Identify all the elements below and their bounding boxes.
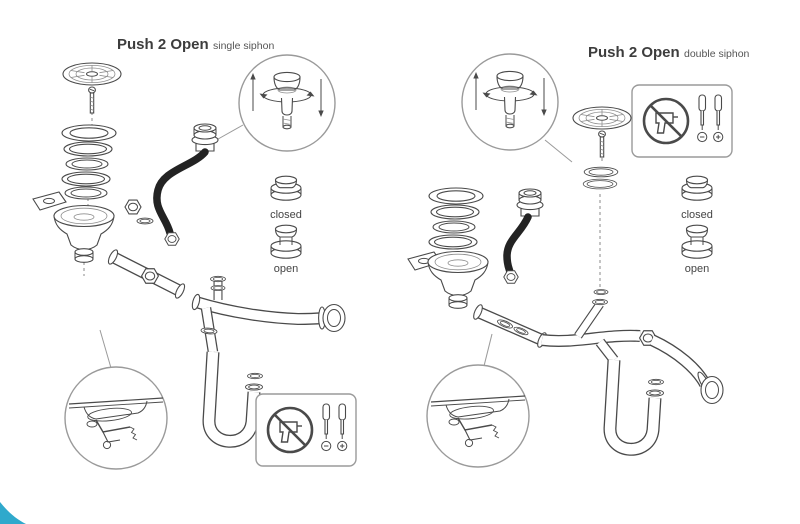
gasket-ring: [63, 141, 113, 157]
gasket-ring: [583, 166, 619, 178]
siphon-trap: [603, 359, 664, 456]
fixing-screw: [88, 86, 96, 114]
hex-nut: [141, 268, 159, 284]
closed-button-icon: [270, 175, 302, 201]
outlet-cap: [697, 371, 724, 405]
strainer-cap: [572, 106, 632, 130]
overflow-hose: [503, 213, 532, 276]
washer-ring: [200, 326, 218, 336]
hex-nut: [164, 232, 180, 246]
closed-label: closed: [270, 209, 302, 221]
gasket-ring: [582, 178, 618, 190]
diagram-subtitle: single siphon: [213, 40, 274, 52]
overflow-head: [191, 123, 219, 152]
basket-strainer: [53, 204, 115, 263]
overflow-hose: [153, 148, 209, 237]
open-label: open: [685, 263, 709, 275]
diagram-subtitle: double siphon: [684, 48, 750, 60]
washer-ring: [593, 289, 609, 295]
under-sink-detail-inset: [426, 364, 530, 468]
under-sink-detail-inset: [64, 366, 168, 470]
closed-label: closed: [681, 209, 713, 221]
gasket-ring: [432, 220, 476, 234]
gasket-ring: [65, 157, 109, 171]
open-button-icon: [681, 224, 713, 259]
washer-ring: [247, 372, 263, 380]
washer-ring: [592, 298, 608, 306]
overflow-bracket: [32, 191, 67, 211]
washer-ring: [648, 378, 664, 386]
open-label: open: [274, 263, 298, 275]
brand-logo-mark: [0, 502, 26, 524]
gasket-ring: [428, 187, 484, 205]
gasket-stack: [61, 124, 117, 200]
fixing-screw: [598, 130, 606, 158]
single-siphon-diagram: Push 2 Open single siphon clos: [32, 36, 358, 470]
gasket-stack: [428, 187, 484, 250]
push-mechanism-inset: [238, 54, 336, 152]
washer-ring: [245, 383, 263, 391]
washer-ring: [136, 217, 154, 225]
gasket-ring: [64, 186, 108, 200]
no-power-tools-box: [254, 392, 358, 468]
overflow-assembly: [124, 123, 219, 246]
washer-ring: [210, 285, 226, 291]
double-siphon-diagram: Push 2 Open double siphon: [407, 44, 750, 468]
basket-strainer: [427, 250, 489, 309]
overflow-assembly: [503, 188, 544, 284]
push-mechanism-inset: [461, 53, 559, 151]
outlet-cap: [318, 303, 346, 333]
no-power-tools-box: [630, 83, 734, 159]
diagram-title: Push 2 Open: [588, 44, 680, 61]
siphon-trap: [202, 351, 263, 448]
drain-pipes: [471, 289, 724, 405]
strainer-cap: [62, 62, 122, 86]
second-strainer-column: [572, 106, 632, 290]
inset-leader-line: [99, 329, 112, 369]
inset-leader-line: [483, 333, 493, 367]
gasket-ring: [61, 124, 117, 142]
drain-pipes: [106, 248, 346, 353]
washer-ring: [210, 275, 226, 283]
overflow-head: [516, 188, 544, 217]
open-button-icon: [270, 224, 302, 259]
closed-button-icon: [681, 175, 713, 201]
gasket-ring: [430, 204, 480, 220]
washer-ring: [646, 389, 664, 397]
diagram-title: Push 2 Open: [117, 36, 209, 53]
gasket-ring: [428, 234, 478, 250]
hex-nut: [124, 199, 142, 215]
hex-nut: [503, 270, 519, 284]
inset-leader-line: [544, 139, 573, 163]
gasket-ring: [61, 171, 111, 187]
